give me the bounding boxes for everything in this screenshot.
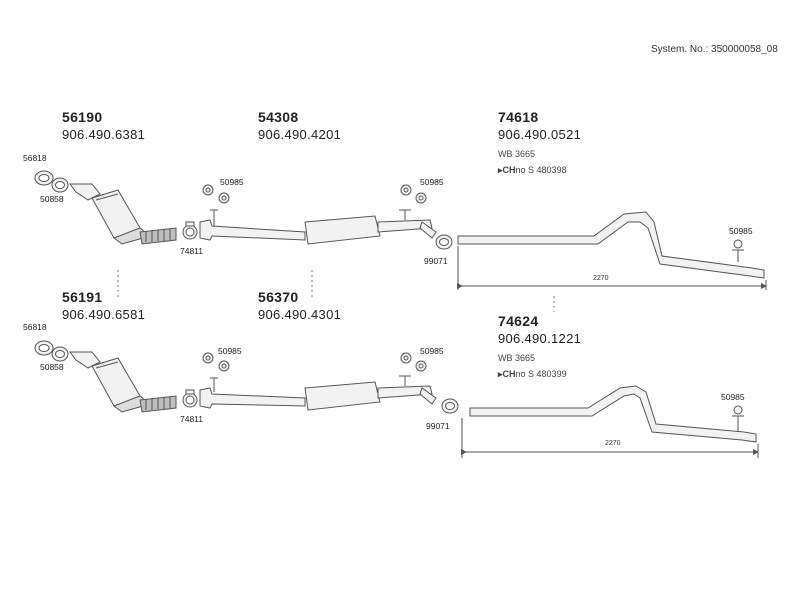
note-ch-74624: ▸CHno S 480399 [498,369,567,380]
clamp-74811-bot-icon [182,389,198,408]
clamp-99071-bot-icon [441,398,459,414]
rear-pipe-74618-icon [457,211,765,279]
note-wb-74624: WB 3665 [498,353,536,363]
ch-number: no S 480398 [515,165,567,175]
ref-50858-top: 50858 [40,194,64,204]
clamp-ring-56818-bot-icon [34,340,54,356]
ref-74811-top: 74811 [180,246,204,256]
oem-number-56191: 906.490.6581 [62,307,146,322]
ref-50985-a: 50985 [220,177,244,187]
ref-50985-f: 50985 [721,392,745,402]
dimension-bottom: 2270 [605,440,621,447]
clamp-ring-56818-top-icon [34,170,54,186]
part-number-74618: 74618 [498,109,539,125]
part-number-74624: 74624 [498,313,539,329]
rear-pipe-74624-icon [469,385,757,443]
ref-50985-d: 50985 [218,346,242,356]
hanger-50985-e-icon [400,352,437,405]
ref-56818-top: 56818 [23,153,47,163]
ch-number: no S 480399 [515,369,567,379]
ref-50858-bot: 50858 [40,362,64,372]
part-number-56370: 56370 [258,289,299,305]
ref-50985-c: 50985 [729,226,753,236]
oem-number-56370: 906.490.4301 [258,307,342,322]
dimension-line-top [457,246,767,290]
oem-number-54308: 906.490.4201 [258,127,342,142]
bottom-row [34,340,759,458]
ref-50985-e: 50985 [420,346,444,356]
system-number: System. No.: 350000058_08 [651,44,778,55]
ch-marker: ▸CH [498,165,516,175]
note-wb-74618: WB 3665 [498,149,536,159]
oem-number-74624: 906.490.1221 [498,331,582,346]
ref-99071-top: 99071 [424,256,448,266]
gasket-50858-bot-icon [51,346,69,362]
part-number-54308: 54308 [258,109,299,125]
oem-number-56190: 906.490.6381 [62,127,146,142]
catalyst-56191-icon [69,351,177,413]
dimension-line-bottom [461,418,759,458]
ref-50985-b: 50985 [420,177,444,187]
top-row [34,170,767,290]
dimension-top: 2270 [593,275,609,282]
part-number-56190: 56190 [62,109,103,125]
ref-99071-bot: 99071 [426,421,450,431]
hanger-50985-a-icon [202,184,230,226]
middle-silencer-54308-icon [199,209,433,245]
oem-number-74618: 906.490.0521 [498,127,582,142]
divider-dotted [117,270,555,312]
middle-silencer-56370-icon [199,375,433,411]
part-number-56191: 56191 [62,289,103,305]
note-ch-74618: ▸CHno S 480398 [498,165,567,176]
catalyst-56190-icon [69,183,177,245]
hanger-50985-b-icon [400,184,437,239]
ref-74811-bot: 74811 [180,414,204,424]
gasket-50858-top-icon [51,177,69,193]
clamp-99071-top-icon [435,234,453,250]
clamp-74811-top-icon [182,221,198,240]
ref-56818-bot: 56818 [23,322,47,332]
hanger-50985-d-icon [202,352,230,392]
ch-marker: ▸CH [498,369,516,379]
